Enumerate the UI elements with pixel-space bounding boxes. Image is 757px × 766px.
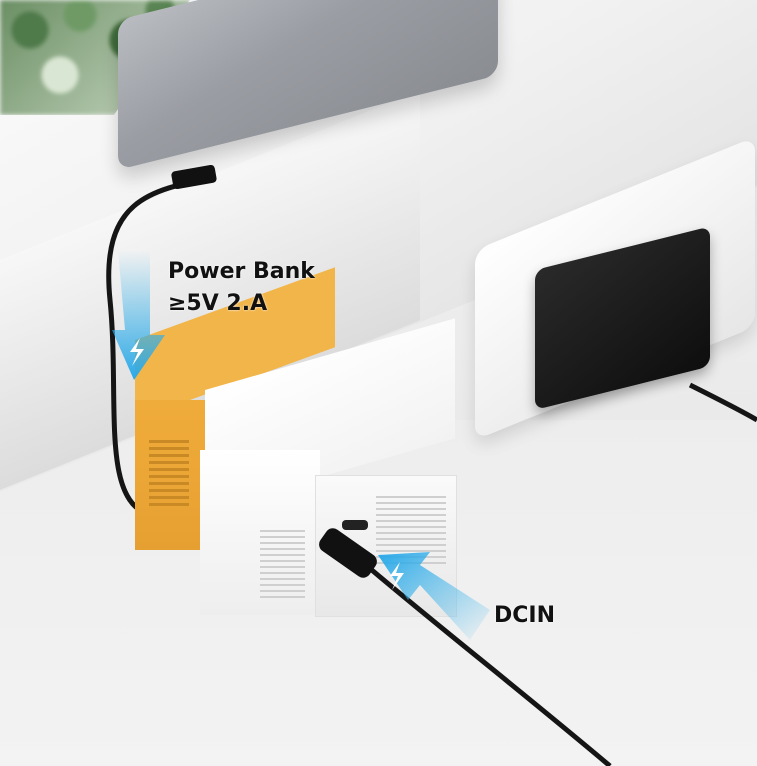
power-bank-label: Power Bank ≥5V 2.A — [168, 256, 315, 320]
projector-yellow-housing — [135, 400, 205, 550]
power-bank-spec: ≥5V 2.A — [168, 291, 268, 316]
dc-input-label: DCIN — [494, 603, 556, 628]
side-vent — [149, 440, 189, 510]
projector-side-panel — [200, 450, 320, 615]
power-bank-title: Power Bank — [168, 259, 315, 284]
hdmi-port — [342, 520, 368, 530]
